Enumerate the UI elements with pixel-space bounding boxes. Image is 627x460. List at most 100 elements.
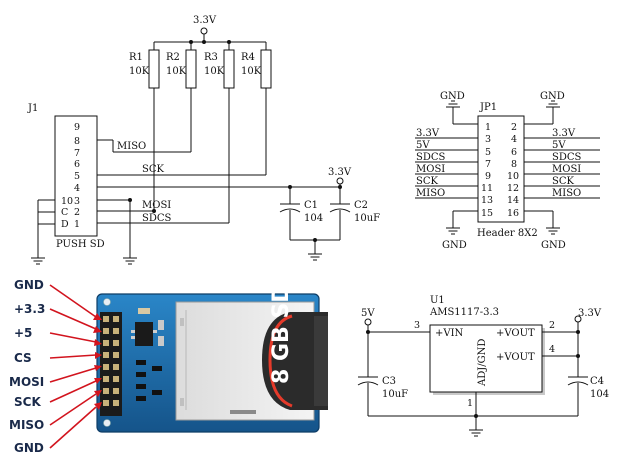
resistor-value: 10K [166,66,187,77]
ams1117-regulator: U1 AMS1117-3.3 +VIN +VOUT +VOUT ADJ/GND … [357,295,609,437]
pin-label-cs: CS [14,351,32,365]
svg-text:1: 1 [485,122,491,133]
c4-ref: C4 [590,376,604,387]
pin-adj-number: 1 [467,398,473,409]
svg-text:D: D [61,219,69,230]
push-sd-schematic: 3.3V R1 10K R2 10K R3 10K R4 [27,15,380,265]
svg-text:2: 2 [511,122,517,133]
svg-text:MOSI: MOSI [416,164,445,175]
svg-text:2: 2 [74,207,80,218]
input-label: 5V [361,308,375,319]
capacitor-c2: C2 10uF [329,187,380,240]
u1-part: AMS1117-3.3 [429,307,499,318]
svg-text:3: 3 [74,196,80,207]
svg-text:C: C [61,207,68,218]
pin-vout2-label: +VOUT [496,352,535,363]
jp1-pin-numbers: 1 3 5 7 9 11 13 15 2 4 6 8 10 12 14 16 [481,122,519,219]
gnd-label: GND [540,91,565,102]
pin-label-miso: MISO [9,418,44,432]
cap-ref: C1 [304,200,318,211]
svg-text:12: 12 [507,183,519,194]
net-miso: MISO [117,141,146,152]
sd-module-photo: 8 GB SD [96,284,328,433]
resistor-value: 10K [129,66,150,77]
resistor-ref: R1 [129,52,143,63]
svg-text:5V: 5V [416,140,430,151]
module-regulator-chip [135,322,153,346]
jp1-ref: JP1 [479,102,497,113]
svg-text:8: 8 [74,136,80,147]
pin-label-gnd2: GND [14,441,44,455]
svg-text:5V: 5V [552,140,566,151]
module-pin-labels: GND +3.3 +5 CS MOSI SCK MISO GND [9,278,45,455]
svg-text:4: 4 [511,134,517,145]
cap-supply-label: 3.3V [328,167,352,178]
svg-text:7: 7 [485,159,491,170]
pin-vout1-label: +VOUT [496,328,535,339]
resistor-ref: R3 [204,52,218,63]
resistor-r2: R2 10K [166,42,197,89]
pin-arrows [49,284,102,449]
svg-text:11: 11 [481,183,493,194]
regulator-body [429,324,543,393]
pin-label-5v: +5 [14,326,32,340]
cap-value: 104 [304,213,323,224]
net-sdcs: SDCS [142,213,172,224]
pin-label-mosi: MOSI [9,375,44,389]
card-label: 8 GB SD [269,284,294,384]
header-8x2-schematic: GND GND JP1 1 3 5 7 9 11 13 15 2 4 6 8 1… [415,91,600,251]
gnd-label: GND [541,240,566,251]
svg-text:7: 7 [74,148,80,159]
c3-value: 10uF [382,389,408,400]
svg-text:5: 5 [485,147,491,158]
cap-value: 10uF [354,213,380,224]
svg-text:16: 16 [507,208,519,219]
resistor-r1: R1 10K [129,42,160,89]
resistor-value: 10K [204,66,225,77]
j1-connector: J1 9 8 7 6 5 4 3 2 1 10 C D PUSH SD [27,103,105,250]
resistor-r4: R4 10K [241,42,272,89]
pin-label-3v3: +3.3 [14,302,45,316]
jp1-body [477,115,525,223]
capacitor-c1: C1 104 [279,187,323,240]
output-label: 3.3V [578,308,602,319]
svg-text:15: 15 [481,208,493,219]
svg-text:MISO: MISO [552,188,581,199]
net-sck: SCK [142,164,165,175]
svg-text:14: 14 [507,195,519,206]
svg-text:SCK: SCK [416,176,439,187]
resistor-ref: R2 [166,52,180,63]
supply-label: 3.3V [193,15,217,26]
svg-text:6: 6 [74,159,80,170]
pin-vout2-number: 4 [549,344,555,355]
pin-vin-number: 3 [414,320,420,331]
gnd-label: GND [440,91,465,102]
cap-ref: C2 [354,200,368,211]
svg-text:MISO: MISO [416,188,445,199]
sd-card [262,312,328,410]
svg-text:10: 10 [507,171,519,182]
svg-text:10: 10 [61,196,73,207]
pin-adj-label: ADJ/GND [477,339,488,387]
svg-text:3.3V: 3.3V [552,128,576,139]
j1-name: PUSH SD [56,239,105,250]
resistor-r3: R3 10K [204,42,235,89]
pin-vout1-number: 2 [549,320,555,331]
svg-text:4: 4 [74,183,80,194]
pin-vin-label: +VIN [435,328,464,339]
resistor-ref: R4 [241,52,255,63]
j1-ref: J1 [27,103,38,114]
svg-text:1: 1 [74,219,80,230]
svg-text:8: 8 [511,159,517,170]
pin-label-gnd: GND [14,278,44,292]
svg-text:SDCS: SDCS [552,152,582,163]
svg-text:MOSI: MOSI [552,164,581,175]
c3-ref: C3 [382,376,396,387]
svg-text:SCK: SCK [552,176,575,187]
supply-terminal [200,27,208,35]
svg-text:9: 9 [485,171,491,182]
svg-text:6: 6 [511,147,517,158]
svg-text:9: 9 [74,122,80,133]
